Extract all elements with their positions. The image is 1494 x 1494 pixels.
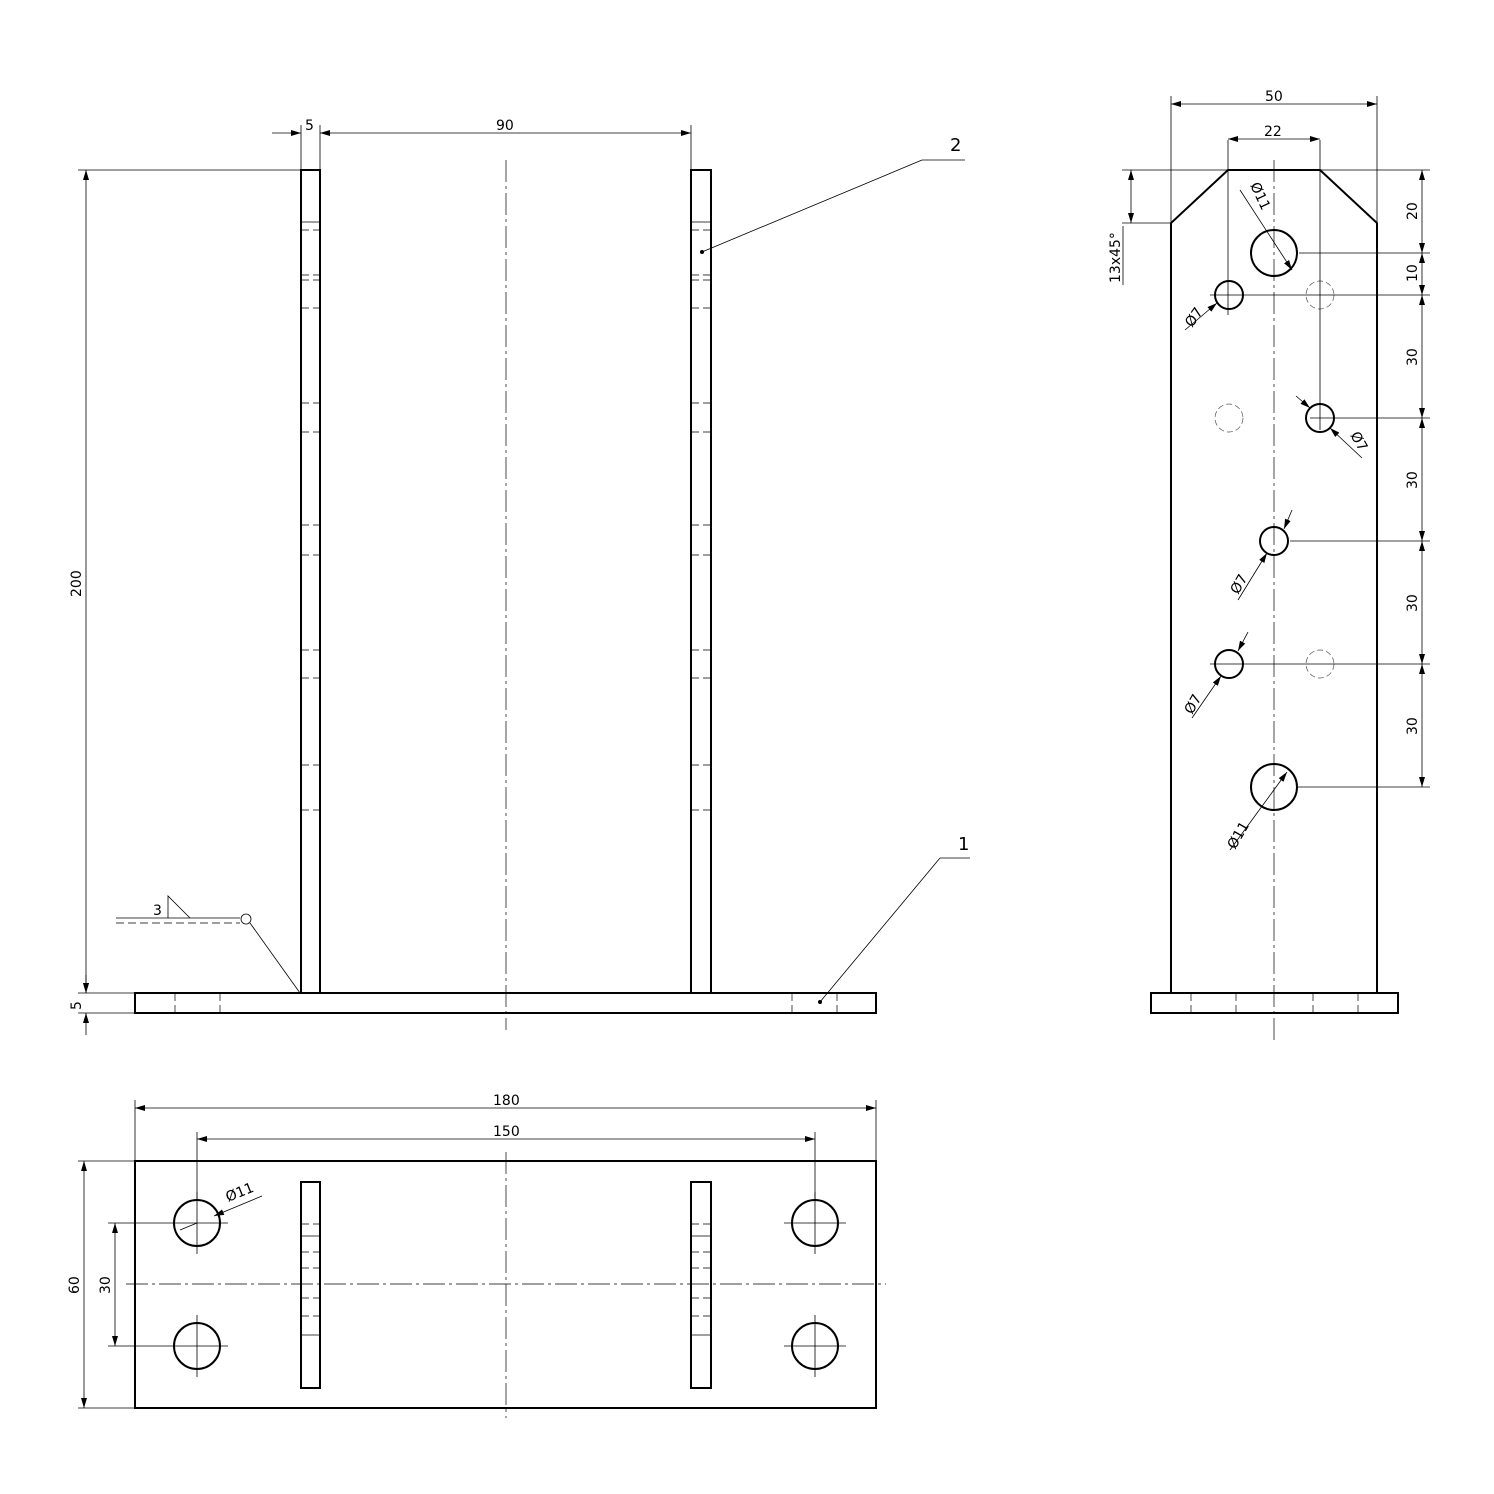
plan-dim-width: 60	[67, 1276, 83, 1294]
side-dim-v2: 10	[1405, 264, 1421, 282]
side-dim-width: 50	[1265, 89, 1283, 105]
callout-1-label: 1	[958, 834, 969, 855]
plan-dim-length: 180	[493, 1093, 520, 1109]
side-hole-large-top	[1250, 229, 1298, 277]
front-view: 5 90 200 5 3 2	[69, 118, 970, 1035]
side-hole-4-label: Ø7	[1182, 692, 1206, 717]
side-hole-3-label: Ø7	[1228, 572, 1252, 597]
side-dim-v6: 30	[1405, 717, 1421, 735]
side-hole-3	[1259, 526, 1289, 556]
weld-size: 3	[153, 903, 162, 919]
side-dim-v4: 30	[1405, 471, 1421, 489]
side-base	[1150, 992, 1399, 1014]
plan-right-fin	[690, 1181, 712, 1389]
side-hole-1-label: Ø7	[1182, 305, 1207, 331]
side-dim-v3: 30	[1405, 348, 1421, 366]
side-hole-large-top-label: Ø11	[1246, 180, 1273, 213]
front-right-fin	[690, 169, 712, 994]
plan-dim-hole-spacing: 150	[493, 1124, 520, 1140]
side-dim-v5: 30	[1405, 594, 1421, 612]
callout-1: 1	[818, 834, 970, 1004]
front-base-plate	[134, 992, 877, 1014]
fin-hidden-holes	[301, 229, 711, 811]
front-left-fin	[300, 169, 321, 994]
callout-2: 2	[700, 135, 965, 254]
side-hole-large-bottom	[1250, 763, 1298, 811]
plan-view: 180 150 60 30 Ø11	[67, 1093, 886, 1418]
dim-fin-spacing: 90	[496, 118, 514, 134]
dim-fin-thickness: 5	[305, 118, 314, 134]
plan-base-plate	[134, 1160, 877, 1409]
dim-base-thickness: 5	[69, 1001, 85, 1010]
plan-left-fin	[300, 1181, 321, 1389]
side-holes	[1214, 229, 1335, 811]
side-dim-v1: 20	[1405, 202, 1421, 220]
side-dim-chamfer: 13x45°	[1108, 232, 1124, 283]
dim-height: 200	[69, 570, 85, 597]
weld-symbol: 3	[116, 895, 301, 994]
side-hole-2-label: Ø7	[1347, 429, 1371, 454]
plan-hole-label: Ø11	[224, 1180, 257, 1206]
side-view: 50 22 13x45° 20 10 30 30 30 30 Ø11 Ø7 Ø7	[1108, 89, 1430, 1040]
side-dim-top-width: 22	[1264, 124, 1282, 140]
plan-dim-hole-pitch: 30	[98, 1276, 114, 1294]
callout-2-label: 2	[950, 135, 961, 156]
